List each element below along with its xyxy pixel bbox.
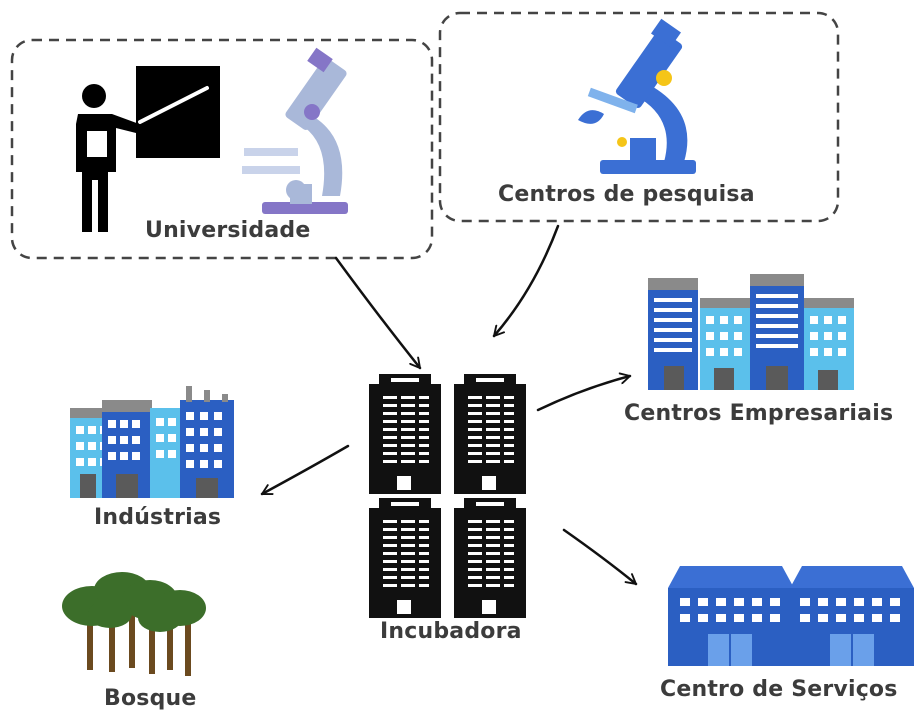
- bosque-label: Bosque: [104, 686, 197, 711]
- arrow-incubadora-industrias: [260, 444, 350, 496]
- teacher-icon: [76, 66, 220, 232]
- microscope-icon: [578, 18, 696, 174]
- centros-empresariais-label: Centros Empresariais: [624, 401, 894, 426]
- office-buildings-icon: [648, 274, 854, 390]
- edge-arrows: [260, 224, 638, 586]
- arrow-pesquisa-incubadora: [492, 224, 560, 338]
- factory-buildings-icon: [70, 386, 234, 498]
- universidade-group-box: [10, 38, 434, 260]
- centros-pesquisa-label: Centros de pesquisa: [498, 182, 755, 207]
- centros-pesquisa-group-box: [438, 11, 840, 223]
- universidade-label: Universidade: [145, 218, 311, 243]
- centro-servicos-label: Centro de Serviços: [660, 677, 898, 702]
- incubator-buildings-icon: [369, 374, 526, 618]
- trees-icon: [62, 572, 206, 676]
- industrias-label: Indústrias: [94, 505, 222, 530]
- arrow-incubadora-empresariais: [536, 376, 632, 412]
- arrow-incubadora-servicos: [562, 528, 638, 586]
- arrow-universidade-incubadora: [334, 256, 422, 370]
- incubadora-label: Incubadora: [380, 619, 522, 644]
- service-center-icon: [668, 566, 914, 666]
- microscope-icon: [242, 47, 348, 214]
